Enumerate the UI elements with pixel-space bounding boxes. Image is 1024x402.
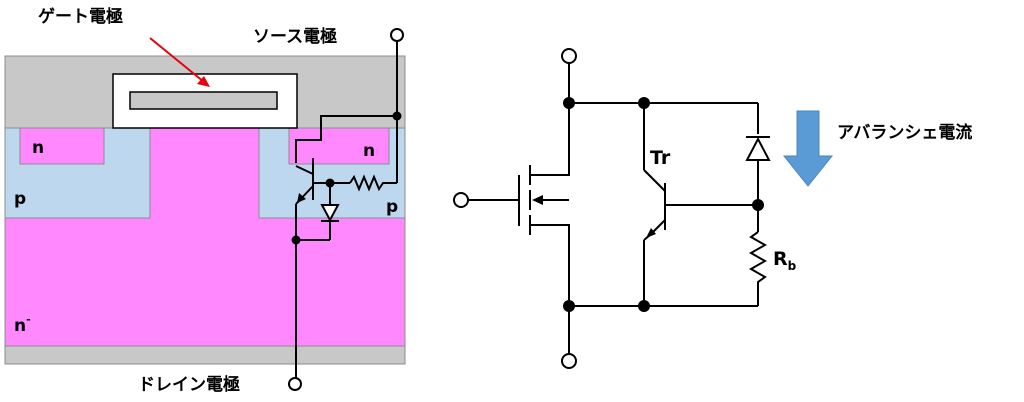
- circuit-gate-terminal: [453, 192, 469, 208]
- drain-electrode-label: ドレイン電極: [138, 374, 240, 395]
- gate-electrode: [129, 91, 278, 110]
- source-electrode-label: ソース電極: [253, 26, 337, 47]
- source-terminal: [390, 28, 404, 42]
- junction-top-mid: [638, 97, 650, 109]
- drain-terminal: [288, 377, 302, 391]
- avalanche-diode: [745, 136, 771, 161]
- circuit-bottom-terminal: [561, 353, 577, 369]
- mosfet-body-path: [530, 224, 570, 306]
- region-n-minus-base: n: [14, 316, 26, 336]
- region-p-left-label: p: [14, 189, 26, 209]
- base-resistor: [349, 174, 397, 192]
- region-n-left-label: n: [32, 138, 44, 158]
- gate-electrode-label: ゲート電極: [38, 6, 123, 27]
- equivalent-circuit: Tr Rb アバランシェ電流: [453, 48, 972, 369]
- bjt-collector-diag: [643, 169, 666, 192]
- node-base: [325, 178, 335, 188]
- n-source-right: [288, 127, 390, 165]
- parasitic-bjt-collector: [295, 165, 314, 175]
- region-n-right-label: n: [363, 141, 375, 161]
- resistor-label-base: R: [773, 248, 788, 270]
- junction-bottom-mid: [638, 300, 650, 312]
- mosfet-cross-section: n n p p n- ゲート電極 ソース電極 ドレイン電極: [4, 6, 406, 395]
- resistor-label-sub: b: [788, 259, 797, 273]
- gate-pointer-arrowhead: [197, 76, 210, 87]
- drain-metal-layer: [4, 345, 406, 365]
- avalanche-current-label: アバランシェ電流: [837, 122, 972, 143]
- node-source-top: [392, 111, 402, 121]
- parasitic-bjt-emitter-arrowhead: [297, 193, 306, 203]
- junction-top-left: [563, 97, 575, 109]
- circuit-top-terminal: [561, 48, 577, 64]
- bjt-emitter-link: [643, 234, 651, 241]
- n-source-left: [19, 127, 105, 165]
- resistor-label: Rb: [773, 248, 797, 273]
- mosfet-body-arrowhead: [532, 195, 543, 205]
- rb-resistor: [748, 231, 768, 306]
- region-n-minus-label: n-: [14, 313, 31, 336]
- region-p-right-label: p: [386, 197, 398, 217]
- mosfet-drain-path: [530, 103, 570, 176]
- region-n-minus-sup: -: [26, 313, 31, 326]
- junction-bottom-left: [563, 300, 575, 312]
- avalanche-current-arrow: [782, 110, 834, 187]
- gate-pointer-arrow: [149, 37, 205, 83]
- transistor-label: Tr: [650, 147, 671, 169]
- body-diode: [320, 204, 340, 223]
- source-to-collector-wire: [295, 115, 397, 163]
- junction-base-right: [752, 199, 764, 211]
- node-drain: [291, 235, 301, 245]
